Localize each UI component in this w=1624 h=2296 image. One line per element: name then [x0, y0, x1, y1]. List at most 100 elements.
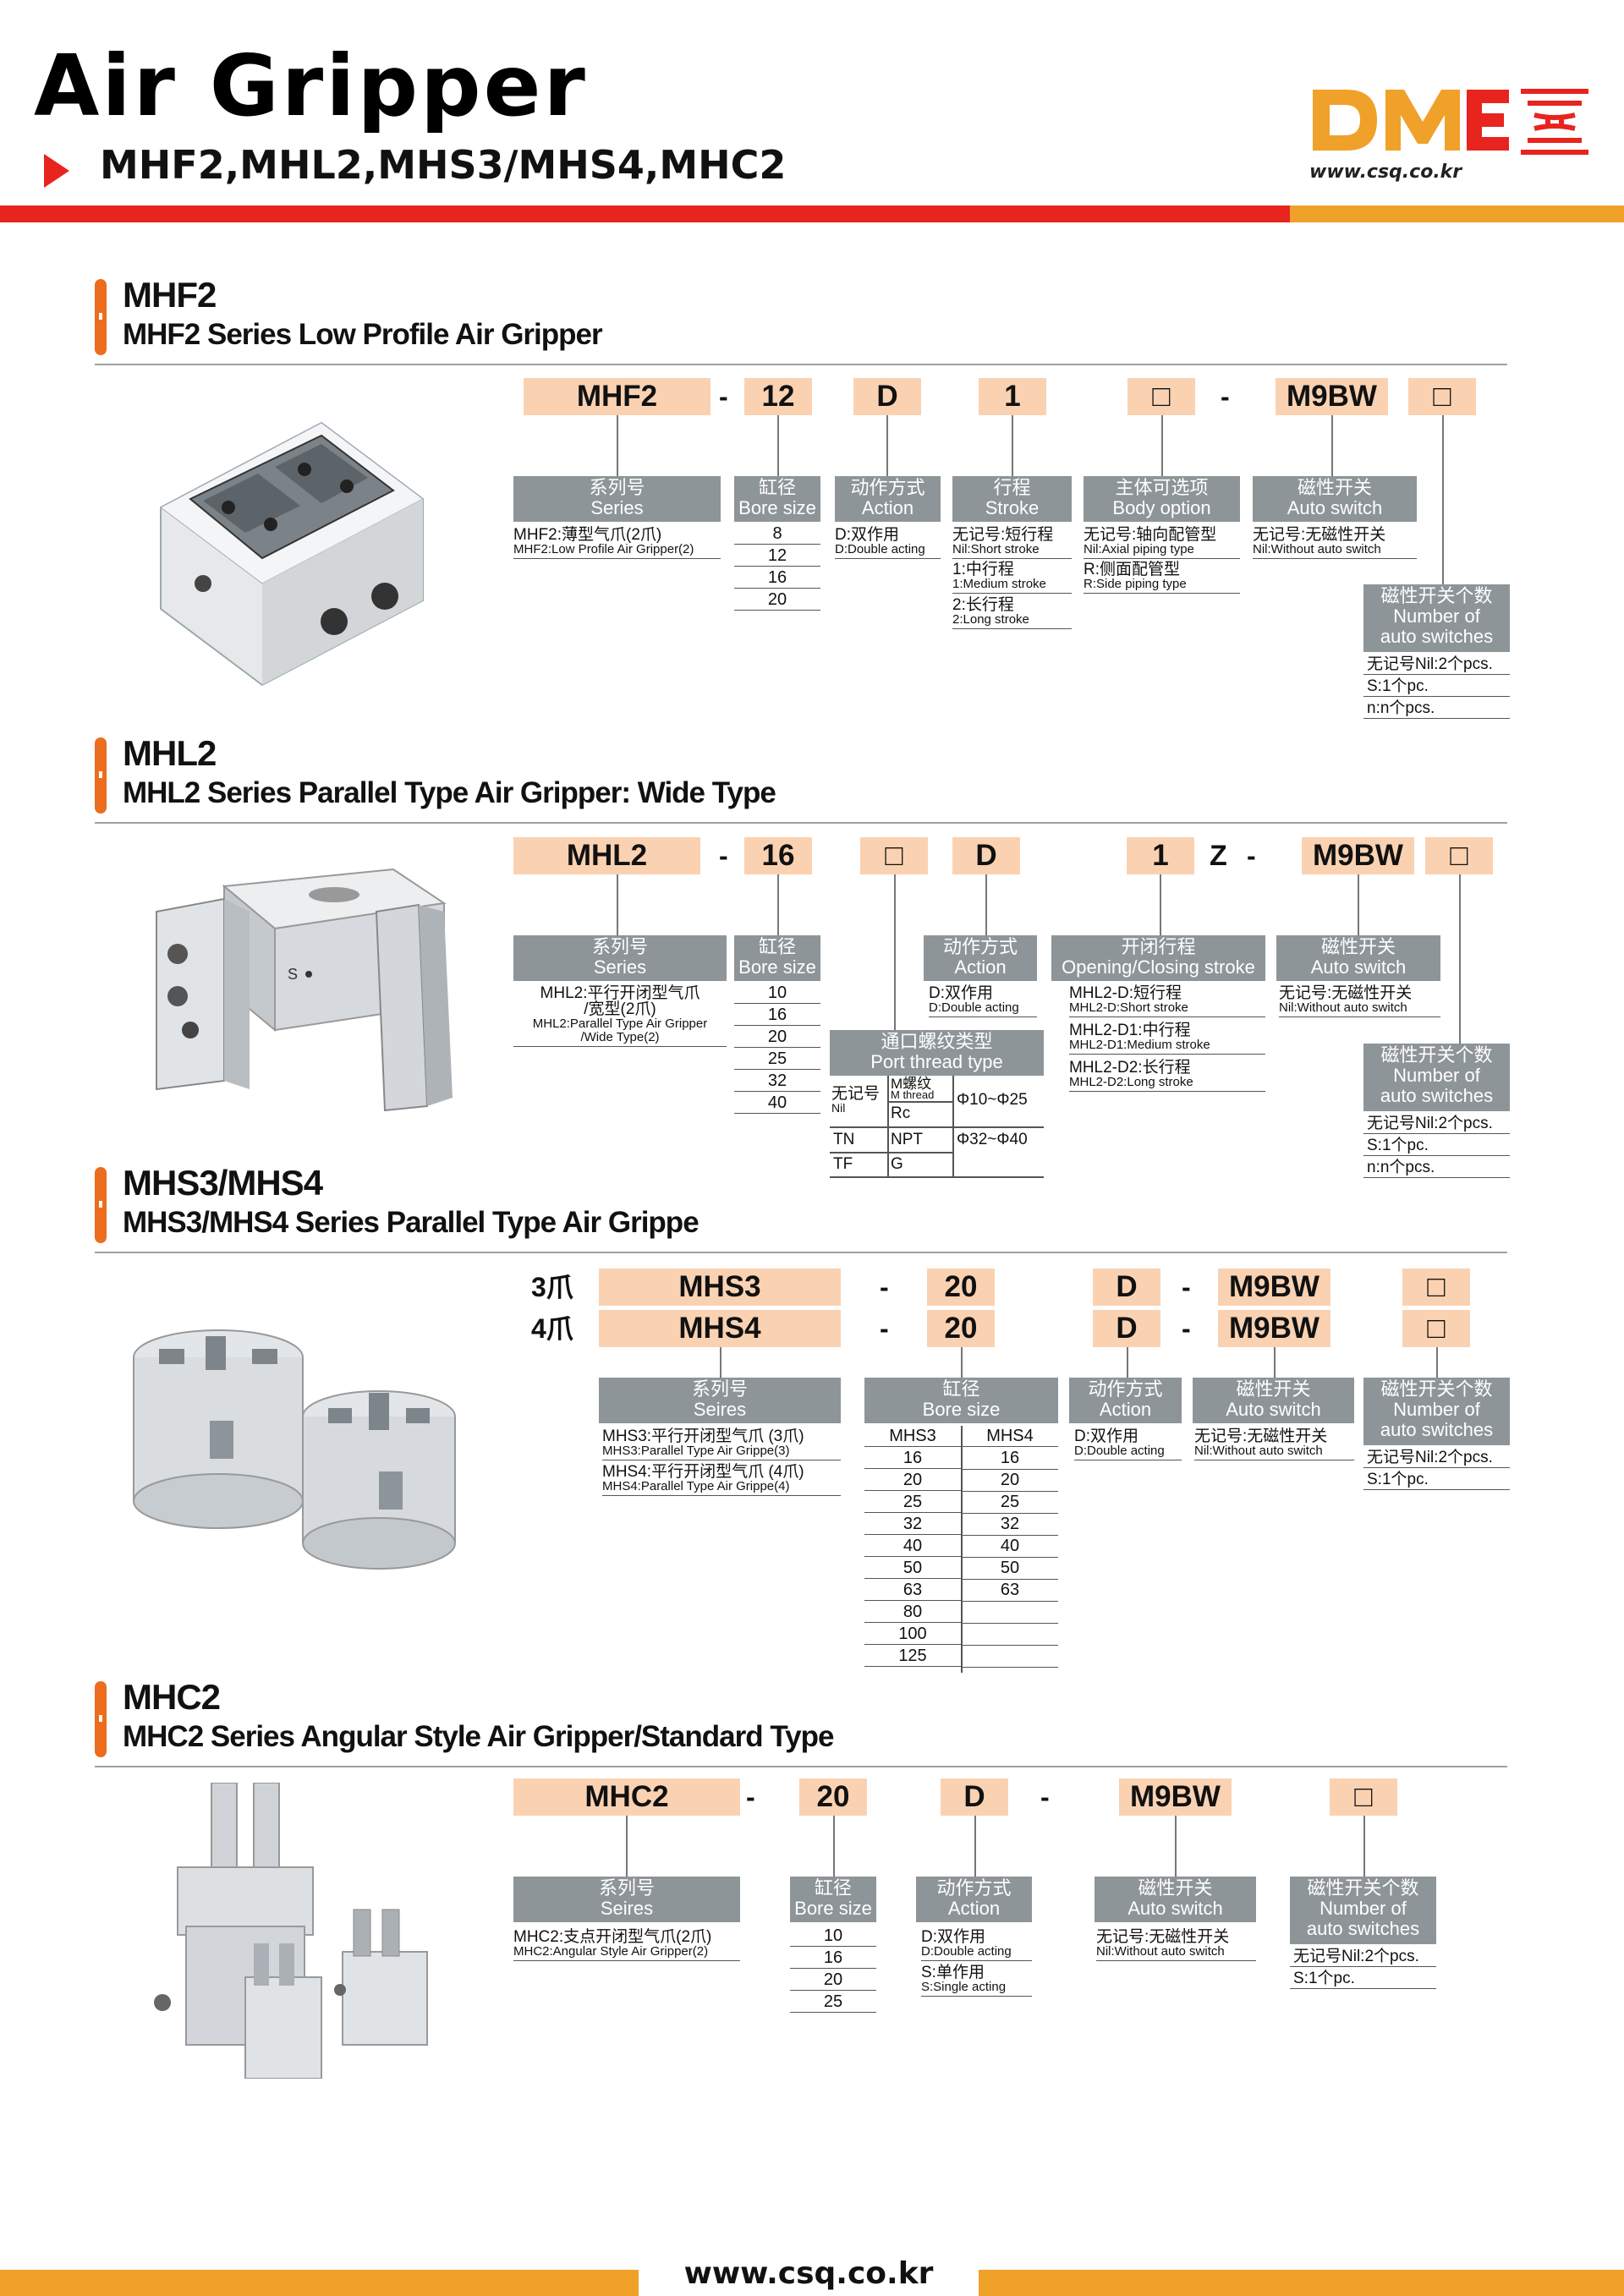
bore-value: 25 [734, 1049, 820, 1070]
bore-value: 20 [734, 589, 820, 611]
section-marker [95, 1167, 107, 1243]
code-action-3: D [1093, 1269, 1160, 1306]
code-num-box: □ [1408, 378, 1476, 415]
section-rule [95, 822, 1507, 824]
bore-col-mhs4: MHS4 [962, 1426, 1058, 1447]
connector-line [626, 1816, 628, 1877]
bore-value: 32 [864, 1514, 961, 1535]
code-dash: - [880, 1272, 889, 1302]
bore-value: 10 [790, 1926, 876, 1947]
port-range-2: Φ32~Φ40 [957, 1131, 1028, 1148]
footer-bar-left [0, 2270, 639, 2296]
bore-value: 80 [864, 1602, 961, 1623]
section-subtitle: MHF2 Series Low Profile Air Gripper [123, 318, 603, 351]
bore-value: 20 [734, 1027, 820, 1048]
bore-value: 100 [864, 1624, 961, 1645]
section-subtitle: MHL2 Series Parallel Type Air Gripper: W… [123, 776, 776, 809]
connector-line [886, 415, 888, 476]
logo-url: www.csq.co.kr [1309, 162, 1462, 183]
code-bore: 12 [744, 378, 812, 415]
bore-value: 20 [962, 1470, 1058, 1492]
code-dash: - [719, 381, 728, 412]
code-series: MHF2 [524, 378, 710, 415]
code-stroke: 1 [1127, 837, 1194, 874]
label-3-jaw: 3爪 [531, 1272, 573, 1302]
series-desc: MHS4:平行开闭型气爪 (4爪)MHS4:Parallel Type Air … [602, 1464, 841, 1496]
code-stroke: 1 [979, 378, 1046, 415]
code-port-box: □ [860, 837, 928, 874]
code-switch-4: M9BW [1218, 1310, 1330, 1347]
connector-line [961, 1347, 963, 1378]
num-desc: S:1个pc. [1363, 1470, 1510, 1490]
mhf2-product-image [160, 421, 424, 687]
port-m-en: M thread [891, 1088, 935, 1101]
bore-value: 16 [734, 567, 820, 589]
bore-value: 16 [734, 1005, 820, 1026]
connector-line [1363, 1816, 1365, 1877]
code-action-4: D [1093, 1310, 1160, 1347]
connector-line [617, 874, 618, 935]
port-m: M螺纹 [891, 1076, 932, 1092]
connector-line [1442, 415, 1444, 584]
code-num-box-3: □ [1402, 1269, 1470, 1306]
connector-line [617, 415, 618, 476]
play-triangle-icon [44, 154, 69, 188]
port-npt: NPT [891, 1131, 923, 1148]
bore-table: MHS3 MHS4 16 20 25 32 40 50 63 80 100 12… [864, 1426, 1058, 1673]
mhc2-product-image [154, 1783, 428, 2079]
code-action: D [952, 837, 1020, 874]
num-desc: 无记号Nil:2个pcs. [1363, 655, 1510, 675]
bore-value: 63 [864, 1580, 961, 1601]
bore-value: 40 [962, 1536, 1058, 1558]
code-bore-3: 20 [927, 1269, 995, 1306]
connector-line [1161, 415, 1163, 476]
code-dash: - [1221, 381, 1230, 412]
bore-value: 25 [790, 1992, 876, 2013]
footer-url[interactable]: www.csq.co.kr [683, 2256, 934, 2291]
bore-value: 50 [962, 1558, 1058, 1580]
port-thread-table: 无记号 Nil M螺纹 M thread Rc Φ10~Φ25 TN NPT Φ… [830, 1076, 1044, 1178]
connector-line [1127, 1347, 1128, 1378]
code-dash: - [1247, 841, 1256, 871]
connector-line [1012, 415, 1013, 476]
section-marker [95, 1681, 107, 1757]
code-dash: - [1182, 1272, 1191, 1302]
section-title: MHF2 [123, 275, 217, 315]
bore-value: 20 [864, 1470, 961, 1491]
bore-value: 125 [864, 1646, 961, 1667]
page-title: Air Gripper [34, 36, 588, 135]
section-subtitle: MHS3/MHS4 Series Parallel Type Air Gripp… [123, 1206, 700, 1239]
code-bore: 16 [744, 837, 812, 874]
port-tn: TN [833, 1131, 855, 1148]
code-num-box: □ [1425, 837, 1493, 874]
bore-value: 12 [734, 545, 820, 567]
section-title: MHC2 [123, 1677, 221, 1717]
connector-line [1274, 1347, 1276, 1378]
code-switch: M9BW [1276, 378, 1388, 415]
code-num-box-4: □ [1402, 1310, 1470, 1347]
